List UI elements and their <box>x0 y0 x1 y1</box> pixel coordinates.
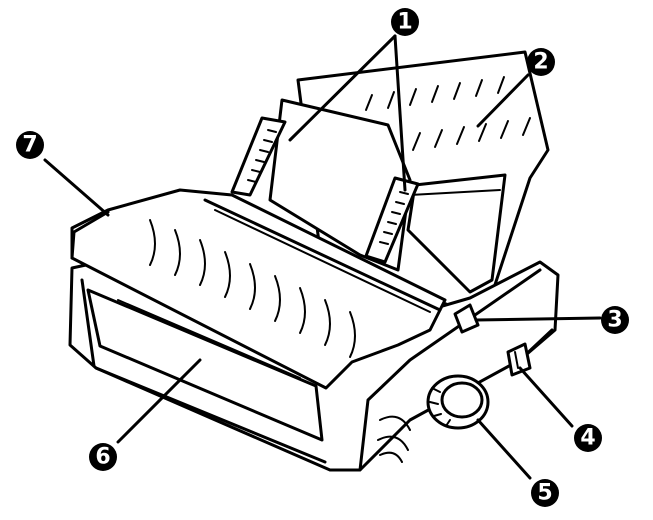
callout-label-6: 6 <box>95 445 110 470</box>
callout-label-1: 1 <box>397 10 412 35</box>
callout-label-2: 2 <box>533 50 548 75</box>
callout-badge-1: 1 <box>391 8 419 36</box>
access-cover <box>70 188 447 390</box>
callout-badge-7: 7 <box>16 131 44 159</box>
paper-guide-left <box>230 116 287 197</box>
callout-label-4: 4 <box>580 426 595 451</box>
callout-badge-3: 3 <box>601 306 629 334</box>
paper-lever <box>453 303 480 334</box>
callout-badge-6: 6 <box>89 443 117 471</box>
callout-label-5: 5 <box>537 481 552 506</box>
callout-badge-4: 4 <box>574 424 602 452</box>
callout-badge-2: 2 <box>527 48 555 76</box>
switch-panel <box>506 342 532 377</box>
paper-guide-right <box>364 176 420 264</box>
callout-badge-5: 5 <box>531 479 559 507</box>
callout-label-7: 7 <box>22 133 37 158</box>
callout-label-3: 3 <box>607 308 622 333</box>
front-panel <box>86 288 324 442</box>
leader-lines <box>43 34 602 480</box>
platen-knob <box>426 374 490 430</box>
